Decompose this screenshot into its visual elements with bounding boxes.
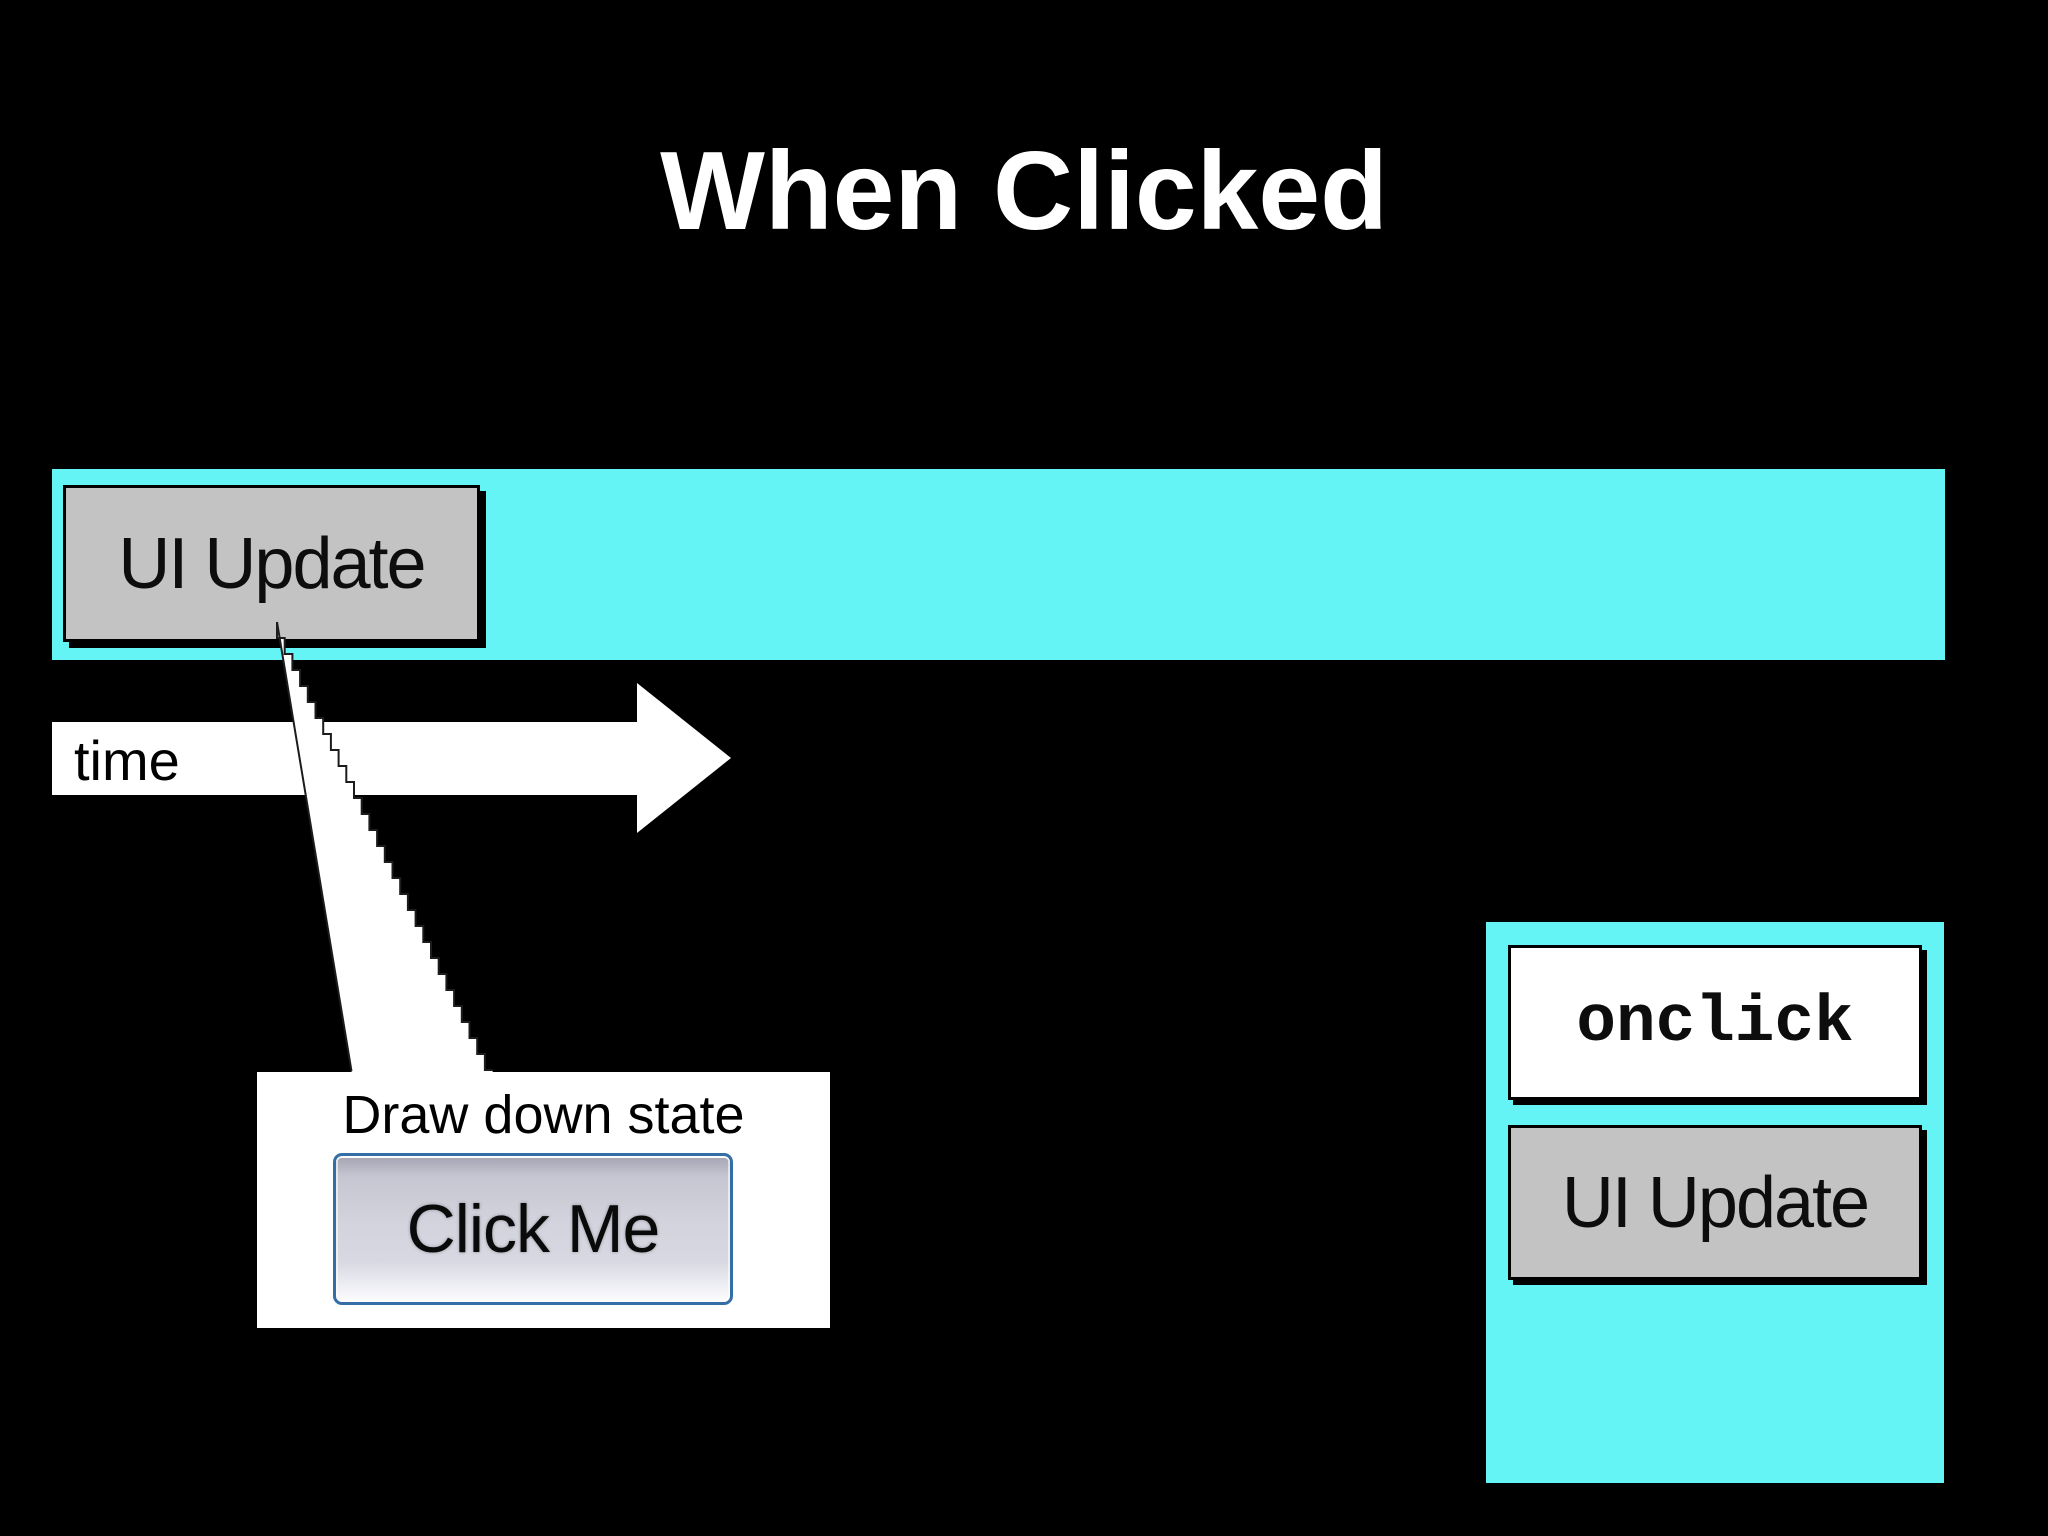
event-ui-update-box: UI Update: [1508, 1125, 1922, 1280]
click-me-label: Click Me: [406, 1191, 661, 1267]
callout-box: Draw down state Click Me: [257, 1072, 830, 1328]
ui-update-box: UI Update: [63, 485, 480, 642]
slide-title: When Clicked: [660, 129, 1388, 253]
ui-update-label: UI Update: [118, 523, 426, 604]
onclick-box: onclick: [1508, 945, 1922, 1100]
callout-caption: Draw down state: [342, 1085, 745, 1145]
time-label: time: [74, 729, 180, 792]
event-ui-update-label: UI Update: [1561, 1162, 1870, 1243]
onclick-label: onclick: [1576, 985, 1854, 1060]
event-panel: onclick UI Update: [1486, 922, 1944, 1483]
click-me-button[interactable]: Click Me: [333, 1153, 733, 1305]
